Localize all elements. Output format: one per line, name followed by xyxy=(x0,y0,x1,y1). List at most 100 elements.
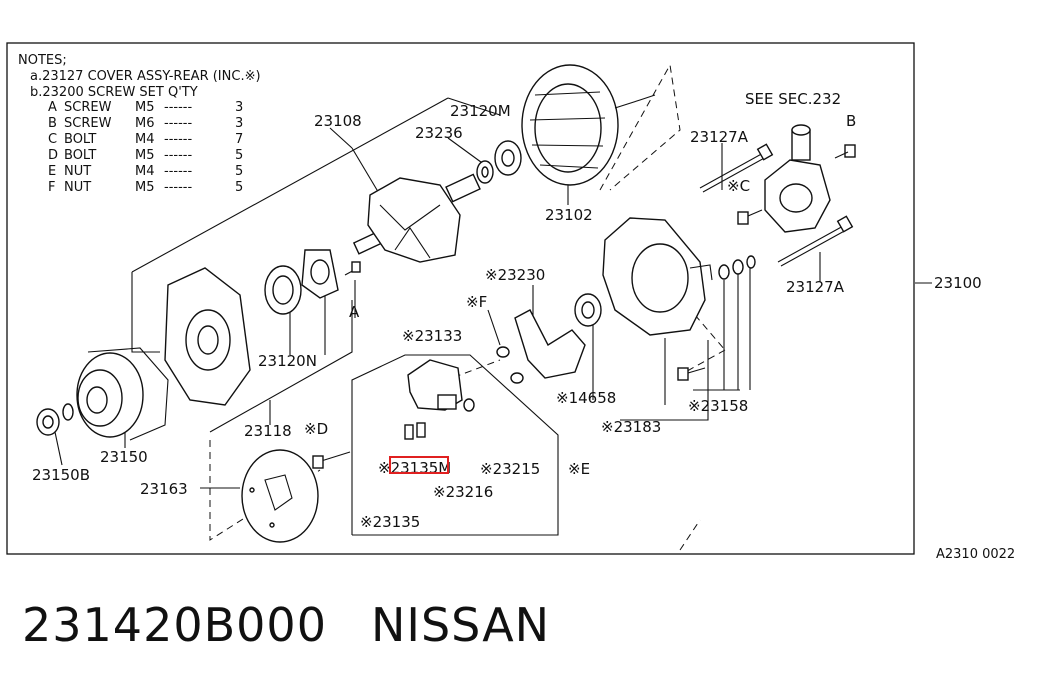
svg-text:E: E xyxy=(48,164,56,179)
svg-text:------: ------ xyxy=(164,116,192,131)
svg-text:SCREW: SCREW xyxy=(64,100,112,115)
notes-row: A SCREW M5 ------ 3 xyxy=(48,100,243,115)
svg-text:M4: M4 xyxy=(135,164,155,179)
pulley-nut-part xyxy=(36,403,74,436)
svg-text:5: 5 xyxy=(235,164,243,179)
label-d: ※D xyxy=(304,420,328,438)
part-number: 231420B000 xyxy=(22,598,327,652)
svg-text:------: ------ xyxy=(164,164,192,179)
label-see-sec-232: SEE SEC.232 xyxy=(745,90,841,108)
svg-text:M6: M6 xyxy=(135,116,155,131)
label-b: B xyxy=(846,112,856,130)
svg-text:SCREW: SCREW xyxy=(64,116,112,131)
svg-text:5: 5 xyxy=(235,148,243,163)
label-23133: ※23133 xyxy=(402,327,462,345)
bolt-c-part xyxy=(737,209,763,225)
label-23120m: 23120M xyxy=(450,102,511,120)
label-e: ※E xyxy=(568,460,590,478)
front-cover-part xyxy=(164,267,251,406)
label-23163: 23163 xyxy=(140,480,188,498)
caption: 231420B000 NISSAN xyxy=(22,598,594,652)
nut-e-part xyxy=(510,372,524,384)
svg-text:3: 3 xyxy=(235,100,243,115)
label-23215: ※23215 xyxy=(480,460,540,478)
through-bolt-top-part xyxy=(699,143,774,193)
label-23230: ※23230 xyxy=(485,266,545,284)
label-23150b: 23150B xyxy=(32,466,90,484)
label-23150: 23150 xyxy=(100,448,148,466)
label-23102: 23102 xyxy=(545,206,593,224)
label-23183: ※23183 xyxy=(601,418,661,436)
notes-block: NOTES; a.23127 COVER ASSY-REAR (INC.※) b… xyxy=(18,53,261,195)
label-a: A xyxy=(349,303,360,321)
highlight-box xyxy=(389,456,449,474)
svg-text:C: C xyxy=(48,132,57,147)
label-23108: 23108 xyxy=(314,112,362,130)
svg-text:BOLT: BOLT xyxy=(64,132,96,147)
rear-plate-part xyxy=(241,449,319,543)
through-bolt-bottom-part xyxy=(777,215,854,267)
label-23135m: ※23135M xyxy=(378,459,451,477)
leader-lines xyxy=(54,97,932,489)
notes-row: C BOLT M4 ------ 7 xyxy=(48,132,243,147)
nut-f-part xyxy=(496,346,510,358)
rear-bearing-part xyxy=(494,140,522,176)
label-23216: ※23216 xyxy=(433,483,493,501)
svg-text:------: ------ xyxy=(164,148,192,163)
notes-row: D BOLT M5 ------ 5 xyxy=(48,148,243,163)
front-bearing-part xyxy=(264,265,302,315)
notes-heading: NOTES; xyxy=(18,53,67,68)
label-c: ※C xyxy=(727,177,750,195)
label-23135: ※23135 xyxy=(360,513,420,531)
bearing-retainer-part xyxy=(301,249,339,299)
svg-text:NUT: NUT xyxy=(64,180,91,195)
screw-b-part xyxy=(834,144,856,159)
screw-a-part xyxy=(344,261,361,276)
rear-cover-part xyxy=(602,217,713,336)
brand-name: NISSAN xyxy=(370,598,551,652)
svg-text:BOLT: BOLT xyxy=(64,148,96,163)
bolt-d-part xyxy=(312,451,351,469)
svg-text:3: 3 xyxy=(235,116,243,131)
stator-part xyxy=(521,64,656,186)
vacuum-pump-part xyxy=(764,124,831,233)
brush-holder-part xyxy=(407,359,475,412)
svg-text:M5: M5 xyxy=(135,148,155,163)
washer-stack-part xyxy=(718,255,756,280)
rotor-part xyxy=(352,173,481,263)
brush-part xyxy=(404,422,426,440)
label-23127a-bottom: 23127A xyxy=(786,278,845,296)
svg-text:M4: M4 xyxy=(135,132,155,147)
label-14658: ※14658 xyxy=(556,389,616,407)
label-23236: 23236 xyxy=(415,124,463,142)
notes-line-a: a.23127 COVER ASSY-REAR (INC.※) xyxy=(30,69,261,84)
svg-text:F: F xyxy=(48,180,55,195)
terminal-bolt-part xyxy=(677,367,706,381)
notes-row: F NUT M5 ------ 5 xyxy=(48,180,243,195)
svg-text:D: D xyxy=(48,148,58,163)
svg-text:A: A xyxy=(48,100,57,115)
label-23120n: 23120N xyxy=(258,352,317,370)
label-23118: 23118 xyxy=(244,422,292,440)
svg-text:------: ------ xyxy=(164,132,192,147)
spacer-part xyxy=(476,160,494,184)
label-23127a-top: 23127A xyxy=(690,128,749,146)
pulley-part xyxy=(76,347,169,441)
diode-bracket-part xyxy=(514,309,586,379)
notes-row: B SCREW M6 ------ 3 xyxy=(48,116,243,131)
label-23158: ※23158 xyxy=(688,397,748,415)
notes-line-b: b.23200 SCREW SET Q'TY xyxy=(30,85,198,100)
svg-text:5: 5 xyxy=(235,180,243,195)
label-f: ※F xyxy=(466,293,487,311)
svg-text:M5: M5 xyxy=(135,100,155,115)
label-23100: 23100 xyxy=(934,274,982,292)
svg-text:M5: M5 xyxy=(135,180,155,195)
svg-text:NUT: NUT xyxy=(64,164,91,179)
notes-row: E NUT M4 ------ 5 xyxy=(48,164,243,179)
seal-part xyxy=(574,293,602,327)
brush-holder-box xyxy=(351,354,559,536)
diagram-frame xyxy=(6,42,915,555)
svg-text:7: 7 xyxy=(235,132,243,147)
figure-code: A2310 0022 xyxy=(936,547,1015,562)
